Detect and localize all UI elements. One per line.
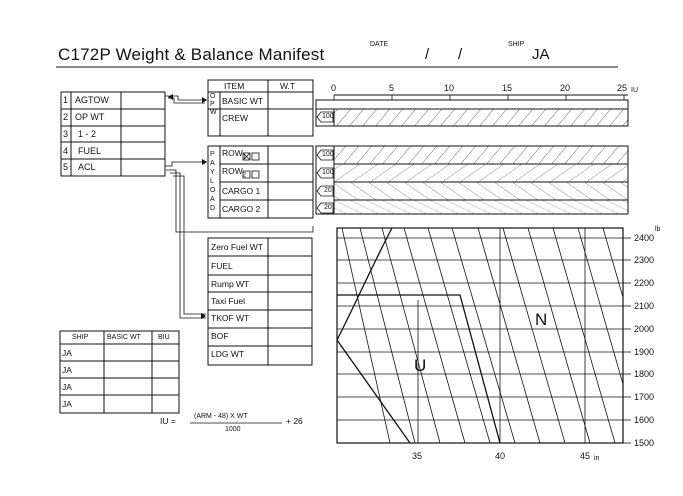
chart-x-unit: in bbox=[594, 455, 600, 462]
chart-y-tick: 1500 bbox=[634, 438, 655, 448]
formula-lhs: IU = bbox=[160, 416, 176, 426]
op-row-crew: CREW bbox=[222, 113, 248, 123]
index-tick: 5 bbox=[389, 83, 395, 93]
item-header: ITEM bbox=[224, 81, 245, 91]
crew-badge: 100 bbox=[322, 113, 334, 120]
summary-row-num: 5 bbox=[63, 162, 69, 172]
chart-y-tick: 1900 bbox=[634, 347, 655, 357]
op-row-basic: BASIC WT bbox=[222, 96, 264, 106]
chart-y-tick: 1800 bbox=[634, 369, 655, 379]
date-label: DATE bbox=[370, 41, 389, 48]
chart-x-tick: 45 bbox=[580, 451, 591, 461]
index-tick: 0 bbox=[331, 83, 337, 93]
region-u-label: U bbox=[414, 356, 427, 375]
index-tick: 25 bbox=[617, 83, 628, 93]
chart-y-tick: 1700 bbox=[634, 392, 655, 402]
chart-y-tick: 2100 bbox=[634, 301, 655, 311]
summary-row-label: AGTOW bbox=[75, 95, 109, 105]
cargo2-badge: 20 bbox=[324, 204, 332, 211]
summary-row-label: ACL bbox=[78, 162, 96, 172]
payload-cargo2: CARGO 2 bbox=[222, 204, 261, 214]
weight-row: TKOF WT bbox=[211, 313, 250, 323]
ship-label: SHIP bbox=[508, 41, 525, 48]
payload-row1-label: ROW1 bbox=[222, 148, 247, 161]
ship-row: JA bbox=[62, 382, 72, 392]
region-n-label: N bbox=[535, 310, 548, 329]
summary-row-label: OP WT bbox=[75, 112, 105, 122]
chart-y-tick: 2000 bbox=[634, 324, 655, 334]
chart-y-unit: lb bbox=[655, 226, 661, 233]
payload-row2-label: ROW2 bbox=[222, 166, 247, 179]
summary-row-num: 1 bbox=[63, 95, 69, 105]
row2-badge: 100 bbox=[322, 169, 334, 176]
payload-group-label: P A Y L O A D bbox=[210, 151, 216, 212]
formula-numerator: (ARM - 48) X WT bbox=[194, 413, 248, 420]
weight-row: FUEL bbox=[211, 261, 233, 271]
cargo1-badge: 20 bbox=[324, 187, 332, 194]
summary-row-num: 2 bbox=[63, 112, 69, 122]
summary-row-num: 4 bbox=[63, 146, 69, 156]
chart-y-tick: 2400 bbox=[634, 233, 655, 243]
row1-badge: 100 bbox=[322, 151, 334, 158]
summary-row-label: FUEL bbox=[78, 146, 102, 156]
op-group-label: O P W bbox=[210, 93, 217, 116]
weight-row: Zero Fuel WT bbox=[211, 242, 263, 252]
ship-value: JA bbox=[532, 46, 550, 63]
ship-row: JA bbox=[62, 365, 72, 375]
date-separator-2: / bbox=[458, 46, 463, 63]
summary-row-num: 3 bbox=[63, 129, 69, 139]
index-unit: IU bbox=[631, 87, 638, 94]
chart-y-tick: 2300 bbox=[634, 255, 655, 265]
biu-col-header: BIU bbox=[158, 334, 170, 341]
basicwt-col-header: BASIC WT bbox=[107, 334, 141, 341]
chart-x-tick: 35 bbox=[412, 451, 423, 461]
page-title: C172P Weight & Balance Manifest bbox=[58, 45, 325, 64]
wt-header: W.T bbox=[280, 81, 296, 91]
weight-row: Rump WT bbox=[211, 279, 250, 289]
weight-row: BOF bbox=[211, 331, 229, 341]
index-tick: 10 bbox=[444, 83, 455, 93]
date-separator-1: / bbox=[425, 46, 430, 63]
formula-denominator: 1000 bbox=[225, 426, 241, 433]
ship-col-header: SHIP bbox=[72, 334, 89, 341]
payload-cargo1: CARGO 1 bbox=[222, 186, 261, 196]
chart-x-tick: 40 bbox=[495, 451, 506, 461]
chart-y-tick: 2200 bbox=[634, 278, 655, 288]
chart-y-tick: 1600 bbox=[634, 415, 655, 425]
weight-row: Taxi Fuel bbox=[211, 296, 246, 306]
summary-row-label: 1 - 2 bbox=[78, 129, 97, 139]
index-tick: 20 bbox=[560, 83, 571, 93]
index-tick: 15 bbox=[502, 83, 513, 93]
ship-row: JA bbox=[62, 399, 72, 409]
formula-suffix: + 26 bbox=[286, 416, 303, 426]
ship-row: JA bbox=[62, 348, 72, 358]
weight-row: LDG WT bbox=[211, 349, 245, 359]
